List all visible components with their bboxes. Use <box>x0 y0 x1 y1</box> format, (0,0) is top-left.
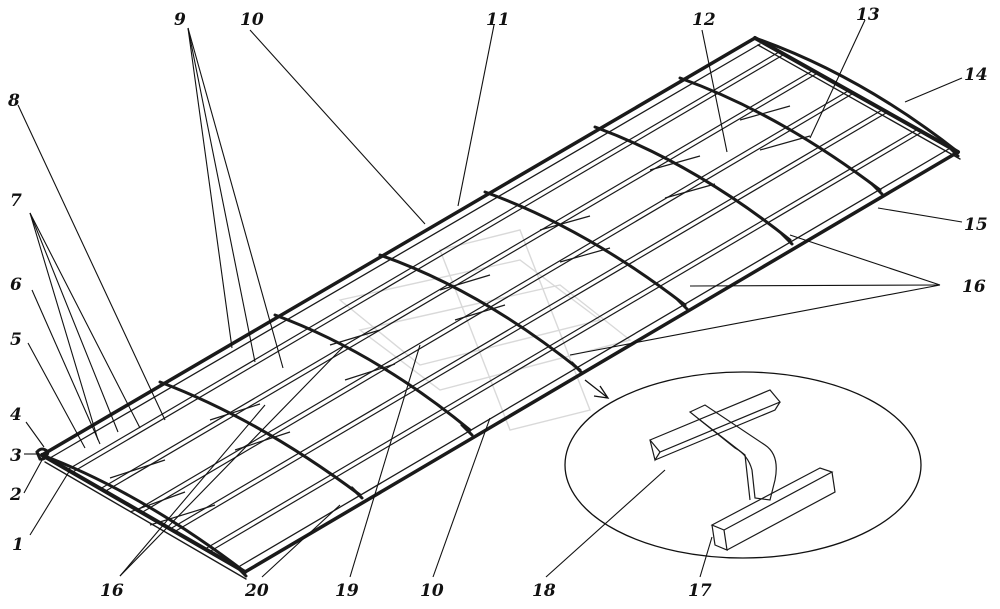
cross-members <box>109 105 811 526</box>
transverse-bows <box>40 36 960 574</box>
label-4: 4 <box>10 405 22 425</box>
label-16-bottom: 16 <box>100 581 124 601</box>
left-edge-rail <box>40 36 757 457</box>
label-15: 15 <box>964 215 988 235</box>
leader-lines <box>17 19 963 578</box>
label-18: 18 <box>532 581 556 601</box>
label-19: 19 <box>335 581 359 601</box>
label-12: 12 <box>692 10 716 30</box>
label-1: 1 <box>12 535 24 555</box>
callout-labels: 1 2 3 4 5 6 7 8 9 10 11 12 13 14 15 16 1… <box>7 5 988 601</box>
front-side-rail <box>40 453 247 574</box>
label-5: 5 <box>10 330 22 350</box>
longitudinal-stringers <box>66 51 923 553</box>
label-10-top: 10 <box>240 10 264 30</box>
roof-frame <box>35 36 961 580</box>
front-end-cap <box>35 447 50 461</box>
detail-view <box>564 371 922 559</box>
detail-ellipse <box>564 371 922 559</box>
label-3: 3 <box>10 446 22 466</box>
bow-end-brackets <box>234 144 960 578</box>
label-17: 17 <box>688 581 712 601</box>
detail-arrow <box>584 379 610 399</box>
label-10-bottom: 10 <box>420 581 444 601</box>
label-14: 14 <box>964 65 988 85</box>
label-20: 20 <box>244 581 269 601</box>
label-7: 7 <box>10 191 22 211</box>
label-16-right: 16 <box>962 277 986 297</box>
label-13: 13 <box>856 5 880 25</box>
label-8: 8 <box>7 91 20 111</box>
label-6: 6 <box>10 275 22 295</box>
label-11: 11 <box>486 10 510 30</box>
label-9: 9 <box>174 10 186 30</box>
rear-side-rail <box>753 36 960 154</box>
right-edge-rail <box>243 150 960 574</box>
label-2: 2 <box>9 485 22 505</box>
